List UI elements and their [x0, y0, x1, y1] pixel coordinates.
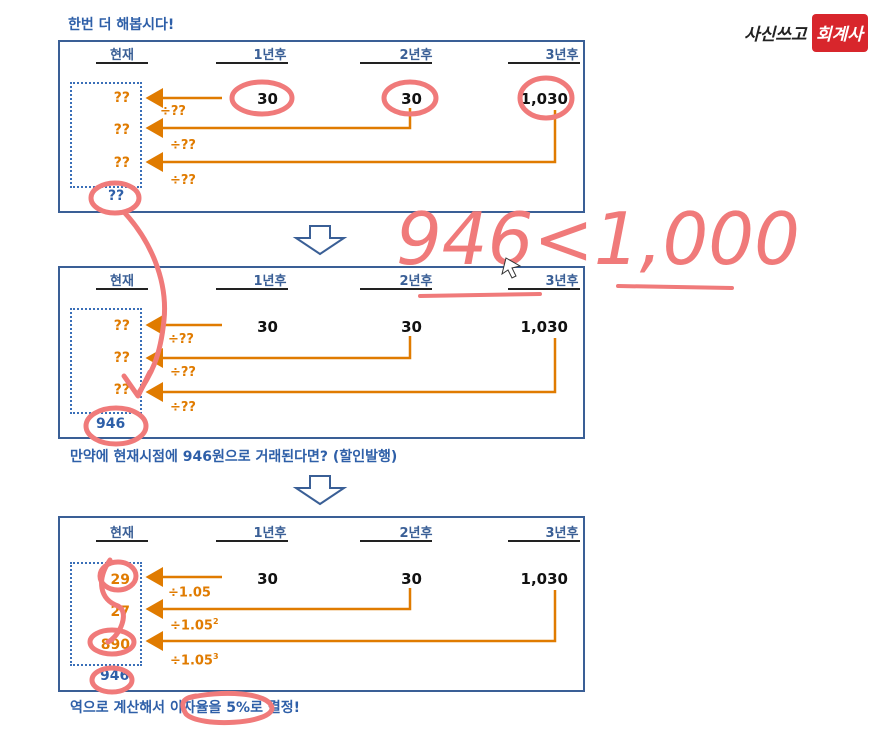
channel-logo: 사신쓰고 회계사 [744, 14, 868, 54]
divisor-year1: ÷?? [160, 104, 186, 119]
header-year1: 1년후 [253, 48, 287, 63]
header-underline [508, 288, 580, 290]
header-underline [96, 62, 148, 64]
cash-year2: 30 [401, 90, 422, 108]
logo-red-box [812, 14, 868, 52]
cash-year1: 30 [257, 318, 278, 336]
pv-total: ?? [108, 188, 125, 204]
logo-text-right: 회계사 [816, 25, 863, 45]
divisor-year2: ÷?? [170, 138, 196, 153]
caption-bottom: 역으로 계산해서 이자율을 5%로 결정! [70, 700, 300, 716]
header-year2: 2년후 [399, 48, 433, 63]
panel-3: 현재 1년후 2년후 3년후 30 30 1,030 29 27 890 ÷1.… [58, 516, 585, 692]
header-now: 현재 [110, 48, 134, 63]
down-arrow-icon [292, 225, 348, 256]
header-underline [216, 288, 288, 290]
cash-year3: 1,030 [520, 90, 568, 108]
pv-year3: ?? [113, 382, 130, 398]
header-underline [96, 288, 148, 290]
divisor-year1: ÷1.05 [168, 585, 211, 601]
pv-year2: ?? [113, 122, 130, 138]
header-now: 현재 [110, 274, 134, 289]
cash-year3: 1,030 [520, 570, 568, 588]
divisor-year2: ÷?? [170, 365, 196, 380]
divisor-year3: ÷?? [170, 173, 196, 188]
cash-year2: 30 [401, 570, 422, 588]
divisor-year1: ÷?? [168, 332, 194, 347]
header-underline [216, 540, 288, 542]
divisor-year3: ÷?? [170, 400, 196, 415]
pv-year2: 27 [110, 604, 130, 620]
header-year3: 3년후 [545, 526, 579, 541]
pv-year1: ?? [113, 318, 130, 334]
header-year3: 3년후 [545, 274, 579, 289]
divisor-year3: ÷1.053 [170, 652, 219, 669]
pv-total: 946 [100, 668, 130, 684]
header-underline [216, 62, 288, 64]
header-underline [360, 540, 432, 542]
pv-year3: 890 [100, 637, 130, 653]
pv-year3: ?? [113, 155, 130, 171]
panel-1: 현재 1년후 2년후 3년후 30 30 1,030 ?? ?? ?? ÷?? … [58, 40, 585, 213]
pv-total: 946 [96, 416, 126, 432]
logo-text-left: 사신쓰고 [744, 25, 807, 45]
header-year2: 2년후 [399, 526, 433, 541]
panel-2: 현재 1년후 2년후 3년후 30 30 1,030 ?? ?? ?? ÷?? … [58, 266, 585, 439]
header-year3: 3년후 [545, 48, 579, 63]
cash-year3: 1,030 [520, 318, 568, 336]
caption-middle: 만약에 현재시점에 946원으로 거래된다면? (할인발행) [70, 449, 398, 465]
caption-top: 한번 더 해봅시다! [68, 17, 175, 33]
cash-year1: 30 [257, 570, 278, 588]
header-underline [96, 540, 148, 542]
header-underline [360, 62, 432, 64]
header-year2: 2년후 [399, 274, 433, 289]
header-underline [508, 62, 580, 64]
cash-year2: 30 [401, 318, 422, 336]
pv-year2: ?? [113, 350, 130, 366]
cash-year1: 30 [257, 90, 278, 108]
header-year1: 1년후 [253, 274, 287, 289]
divisor-year2: ÷1.052 [170, 617, 219, 634]
down-arrow-icon [292, 475, 348, 506]
header-year1: 1년후 [253, 526, 287, 541]
pv-year1: ?? [113, 90, 130, 106]
pv-year1: 29 [110, 572, 130, 588]
header-underline [508, 540, 580, 542]
header-now: 현재 [110, 526, 134, 541]
header-underline [360, 288, 432, 290]
